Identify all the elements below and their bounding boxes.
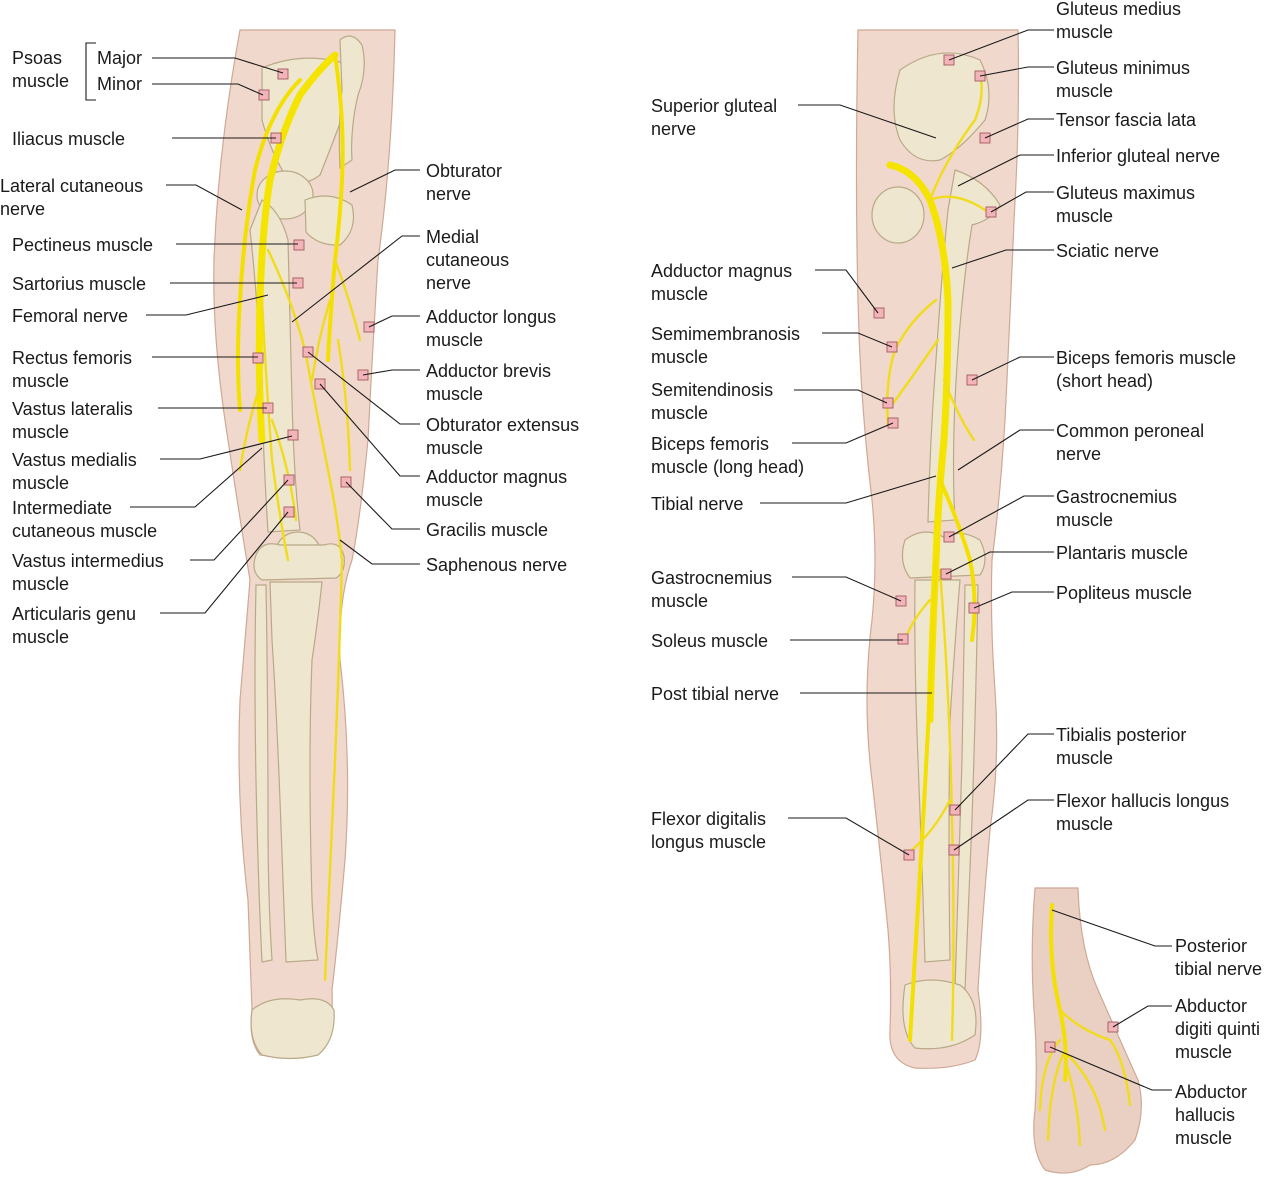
- label-tensor-fascia-lata: Tensor fascia lata: [1056, 110, 1197, 130]
- label-tibial-nerve: Tibial nerve: [651, 494, 743, 514]
- label-plantaris-muscle: Plantaris muscle: [1056, 543, 1188, 563]
- label-popliteus-muscle: Popliteus muscle: [1056, 583, 1192, 603]
- label-pectineus-muscle: Pectineus muscle: [12, 235, 153, 255]
- label-femoral-nerve: Femoral nerve: [12, 306, 128, 326]
- label-inferior-gluteal-nerve: Inferior gluteal nerve: [1056, 146, 1220, 166]
- label-psoas-major: Major: [97, 48, 142, 68]
- label-gracilis-muscle: Gracilis muscle: [426, 520, 548, 540]
- label-post-tibial-nerve: Post tibial nerve: [651, 684, 779, 704]
- plantar-foot-illustration: [1031, 887, 1142, 1174]
- posterior-leg-illustration: [855, 29, 1020, 1069]
- label-sartorius-muscle: Sartorius muscle: [12, 274, 146, 294]
- label-iliacus-muscle: Iliacus muscle: [12, 129, 125, 149]
- leader-lines: [85, 29, 1172, 1091]
- anterior-leg-illustration: [213, 29, 396, 1060]
- label-saphenous-nerve: Saphenous nerve: [426, 555, 567, 575]
- label-soleus-muscle: Soleus muscle: [651, 631, 768, 651]
- label-biceps-femoris-short-head: Biceps femoris muscle(short head): [1056, 348, 1236, 391]
- label-sciatic-nerve: Sciatic nerve: [1056, 241, 1159, 261]
- label-psoas-minor: Minor: [97, 74, 142, 94]
